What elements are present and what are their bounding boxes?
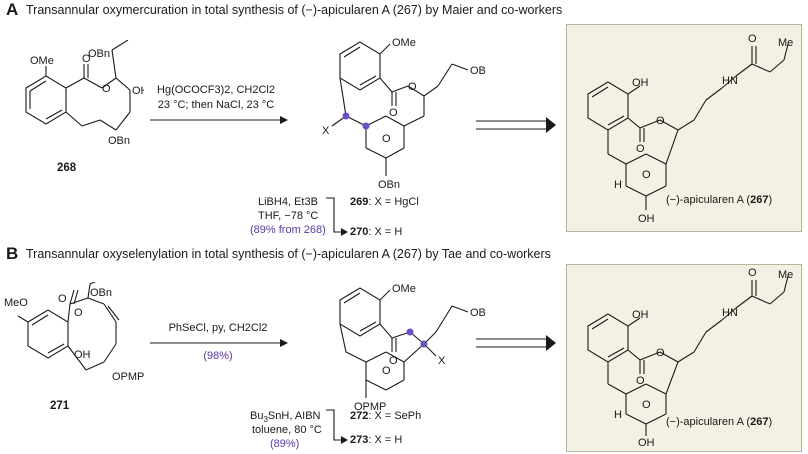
reaction-arrow-a [150,116,288,124]
hn-label-a: HN [722,75,738,87]
ring-o-272: O [382,365,391,377]
ome-label-269: OMe [392,37,416,49]
amide-o-b: O [748,267,757,279]
obn-label-272: OBn [470,307,486,319]
reaction-arrow-b [150,339,288,347]
obn-top-268: OBn [88,48,110,60]
me-label-b: Me [778,269,793,281]
highlight-dot-2 [362,122,370,130]
me-label-a: Me [778,37,793,49]
h-label-b: H [614,409,622,421]
h-label-a: H [614,179,622,191]
lactone-co-a: O [636,143,645,155]
ester-o-268: O [102,83,111,95]
compound-271-label: 271 [50,400,70,412]
obn-bottom-269: OBn [378,179,400,190]
hn-label-b: HN [722,307,738,319]
meo-label-271: MeO [4,297,28,309]
product-272-label: 272: X = SePh [350,410,422,422]
reduction-a-line2: THF, −78 °C [258,210,319,222]
x-label-272: X [438,355,446,367]
target-label-a: (−)-apicularen A (267) [666,194,773,206]
lactone-co-b: O [636,375,645,387]
section-b-title: Transannular oxyselenylation in total sy… [26,247,551,261]
ome-label-272: OMe [392,283,416,295]
compound-268-structure: OMe O O OH OBn [25,40,144,147]
lactone-o-b: O [656,347,665,359]
multistep-arrow-a [476,117,556,133]
phenol-oh-a: OH [632,77,649,89]
reduction-arrow-a [326,197,348,236]
product-269-label: 269: X = HgCl [350,196,419,208]
obn-label-269: OBn [470,65,486,77]
reduction-a-yield: (89% from 268) [250,224,326,236]
svg-text:OBn: OBn [90,287,112,299]
product-269-structure: OMe O O O X OBn OBn [322,37,486,190]
x-label-269: X [322,125,330,137]
product-272-structure: OMe O O X OBn OPMP [339,283,486,413]
reagents-a-line1: Hg(OCOCF3)2, CH2Cl2 [157,84,275,96]
lactone-o-a: O [656,115,665,127]
reduction-a-line1: LiBH4, Et3B [258,196,318,208]
product-270-label: 270: X = H [350,226,403,238]
carbonyl-o-269: O [389,107,398,119]
pyran-o-a: O [642,169,651,181]
apicularen-structure-a: OH O O O H OH HN O Me [587,33,793,225]
reduction-b-line2: toluene, 80 °C [252,424,322,436]
reduction-b-yield: (89%) [270,438,300,450]
pyran-oh-b: OH [638,437,655,449]
apicularen-structure-b: OH O O O H OH HN O Me [587,267,793,449]
compound-268-label: 268 [57,162,77,174]
svg-text:OBn: OBn [88,48,110,60]
opmp-label-271: OPMP [112,371,144,383]
section-a-letter: A [6,0,19,19]
carbonyl-o-272: O [389,355,398,367]
carbonyl-o-271: O [58,293,67,305]
product-273-label: 273: X = H [350,434,403,446]
target-label-b: (−)-apicularen A (267) [666,416,773,428]
ome-label-268: OMe [30,55,54,67]
section-b-letter: B [6,244,19,263]
ester-o-271: O [74,307,83,319]
amide-o-a: O [748,33,757,45]
reagents-a-line2: 23 °C; then NaCl, 23 °C [157,99,275,111]
highlight-dot-1 [342,112,350,120]
opmp-label-272: OPMP [354,401,386,413]
compound-271-structure: MeO O O OH OPMP [4,282,144,383]
highlight-dot-4 [420,340,428,348]
reduction-b-line1: Bu3SnH, AIBN [250,410,321,425]
pyran-oh-a: OH [638,213,655,225]
pyran-o-b: O [642,399,651,411]
multistep-arrow-b [476,335,556,351]
obn-label-268: OBn [108,135,130,147]
ring-o-269: O [382,133,391,145]
ester-o-269: O [408,81,417,93]
section-a-title: Transannular oxymercuration in total syn… [26,3,563,17]
reagents-b-line1: PhSeCl, py, CH2Cl2 [168,322,268,334]
phenol-oh-b: OH [632,309,649,321]
oh-label-268: OH [132,85,144,97]
highlight-dot-3 [406,328,414,336]
oh-label-271: OH [74,349,91,361]
target-panel-b [566,264,802,452]
carbonyl-o-268: O [82,53,91,65]
reagents-b-yield: (98%) [203,350,233,362]
reduction-arrow-b [326,409,348,444]
obn-top-271: OBn [90,287,112,299]
